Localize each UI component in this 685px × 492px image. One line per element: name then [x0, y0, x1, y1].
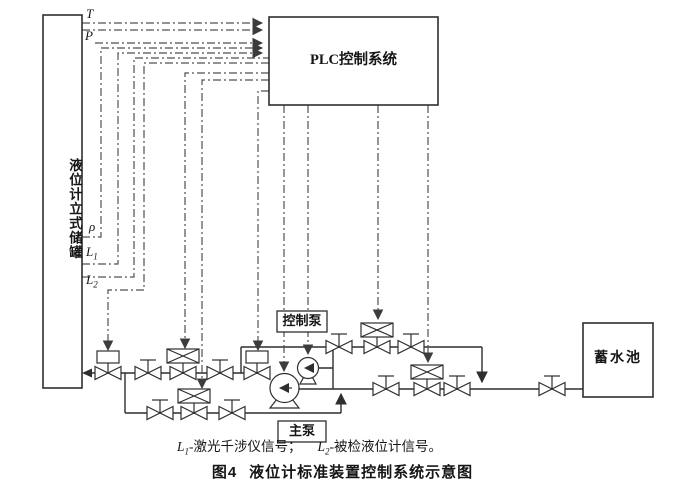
- valve-icon: [325, 333, 353, 355]
- signal-line-l1: [82, 47, 264, 265]
- signal-label-l1: L1: [86, 244, 98, 262]
- legend-l1-subscript: 1: [184, 446, 190, 457]
- control-pump-icon: [296, 356, 320, 385]
- valve-icon: [443, 375, 471, 397]
- legend-l2-base: L: [317, 439, 326, 454]
- pipe-upper-branch: [240, 346, 482, 373]
- valve-icon: [206, 359, 234, 381]
- l1-subscript: 1: [93, 251, 98, 262]
- legend-l1-base: L: [177, 439, 185, 454]
- legend-l2-text: -被检液位计信号。: [329, 439, 443, 454]
- l2-subscript: 2: [93, 279, 98, 290]
- tank-outline: [42, 14, 83, 389]
- signal-label-l2: L2: [86, 272, 98, 290]
- signal-label-rho: ρ: [89, 219, 96, 234]
- valves: [94, 322, 566, 421]
- valve-icon: [397, 333, 425, 355]
- reservoir-box: [582, 322, 654, 398]
- reservoir-label: 蓄水池: [594, 351, 642, 366]
- actuator-valve-icon: [243, 350, 271, 381]
- control-pump-label-box: [276, 310, 328, 333]
- actuator-valve-icon: [94, 350, 122, 381]
- figure-title: 液位计标准装置控制系统示意图: [249, 464, 474, 481]
- main-pump-label-box: [277, 420, 327, 443]
- legend-l2-subscript: 2: [325, 446, 330, 457]
- arrow-into-tank-icon: [82, 368, 92, 378]
- control-line-valve1: [102, 62, 269, 352]
- main-pump-label: 主泵: [288, 423, 315, 438]
- control-line-motor-valve-main: [179, 72, 269, 350]
- legend-line: L1-激光千涉仪信号；L2-被检液位计信号。: [177, 439, 442, 457]
- signal-line-rho: [82, 42, 264, 238]
- plc-box: [268, 16, 439, 106]
- motor-valve-icon: [410, 364, 444, 397]
- piping: [82, 346, 583, 414]
- valve-icon: [134, 359, 162, 381]
- motor-valve-icon: [166, 348, 200, 381]
- valve-icon: [372, 375, 400, 397]
- signal-line-l2: [82, 57, 269, 278]
- l2-base: L: [86, 272, 94, 287]
- valve-icon: [538, 375, 566, 397]
- pipe-control-pump-connector: [318, 347, 334, 389]
- signal-label-p: P: [85, 28, 93, 43]
- tank-label: 液位计立式储罐: [67, 158, 82, 260]
- l1-base: L: [86, 244, 94, 259]
- plc-label: PLC控制系统: [310, 52, 397, 68]
- signal-label-t: T: [86, 6, 94, 21]
- control-line-motor-valve-bypass: [196, 79, 269, 390]
- figure-caption: 图4 液位计标准装置控制系统示意图: [0, 464, 685, 481]
- signal-lines: [82, 17, 434, 390]
- valve-icon: [146, 399, 174, 421]
- control-line-valve2: [252, 90, 269, 352]
- valve-icon: [218, 399, 246, 421]
- main-pump-icon: [268, 372, 301, 409]
- legend-l1-text: -激光千涉仪信号；: [189, 439, 302, 454]
- motor-valve-icon: [360, 322, 394, 355]
- control-pump-label: 控制泵: [282, 313, 322, 328]
- figure-number: 图4: [211, 464, 238, 481]
- motor-valve-icon: [177, 388, 211, 421]
